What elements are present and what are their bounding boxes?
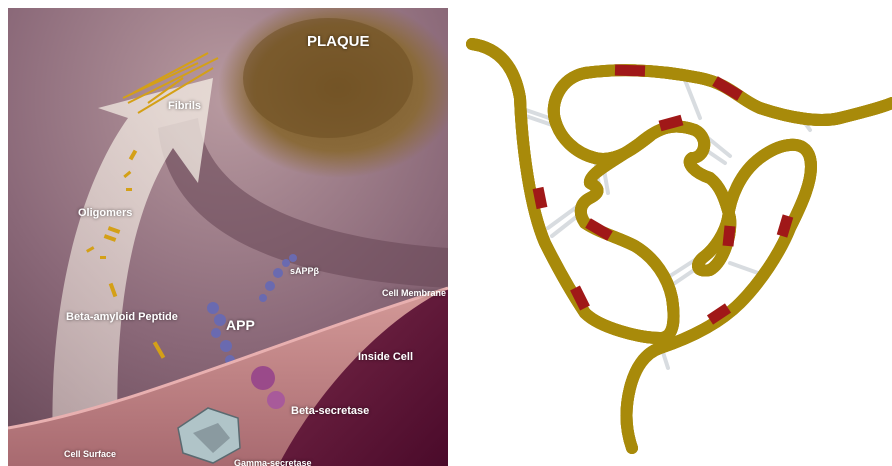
inside-cell-label: Inside Cell xyxy=(358,351,413,363)
fibrils-label: Fibrils xyxy=(168,100,201,112)
upper-loop-return xyxy=(555,120,650,159)
beta-secretase-label: Beta-secretase xyxy=(291,405,369,417)
amyloid-cascade-illustration: PLAQUE Fibrils Oligomers Beta-amyloid Pe… xyxy=(8,8,448,466)
sappbeta-label: sAPPβ xyxy=(290,266,319,276)
plaque-label: PLAQUE xyxy=(307,33,370,50)
beta-amyloid-label: Beta-amyloid Peptide xyxy=(66,311,178,323)
protein-ribbon-structure xyxy=(460,8,892,466)
gamma-secretase-label: Gamma-secretase xyxy=(234,458,312,466)
cascade-scene xyxy=(8,8,448,466)
upper-loop-ribbon xyxy=(554,70,892,120)
cell-surface-label: Cell Surface xyxy=(64,449,116,459)
ribbon-diagram xyxy=(460,8,892,466)
oligomers-label: Oligomers xyxy=(78,207,132,219)
cell-membrane-label: Cell Membrane xyxy=(382,288,446,298)
app-label: APP xyxy=(226,317,255,333)
